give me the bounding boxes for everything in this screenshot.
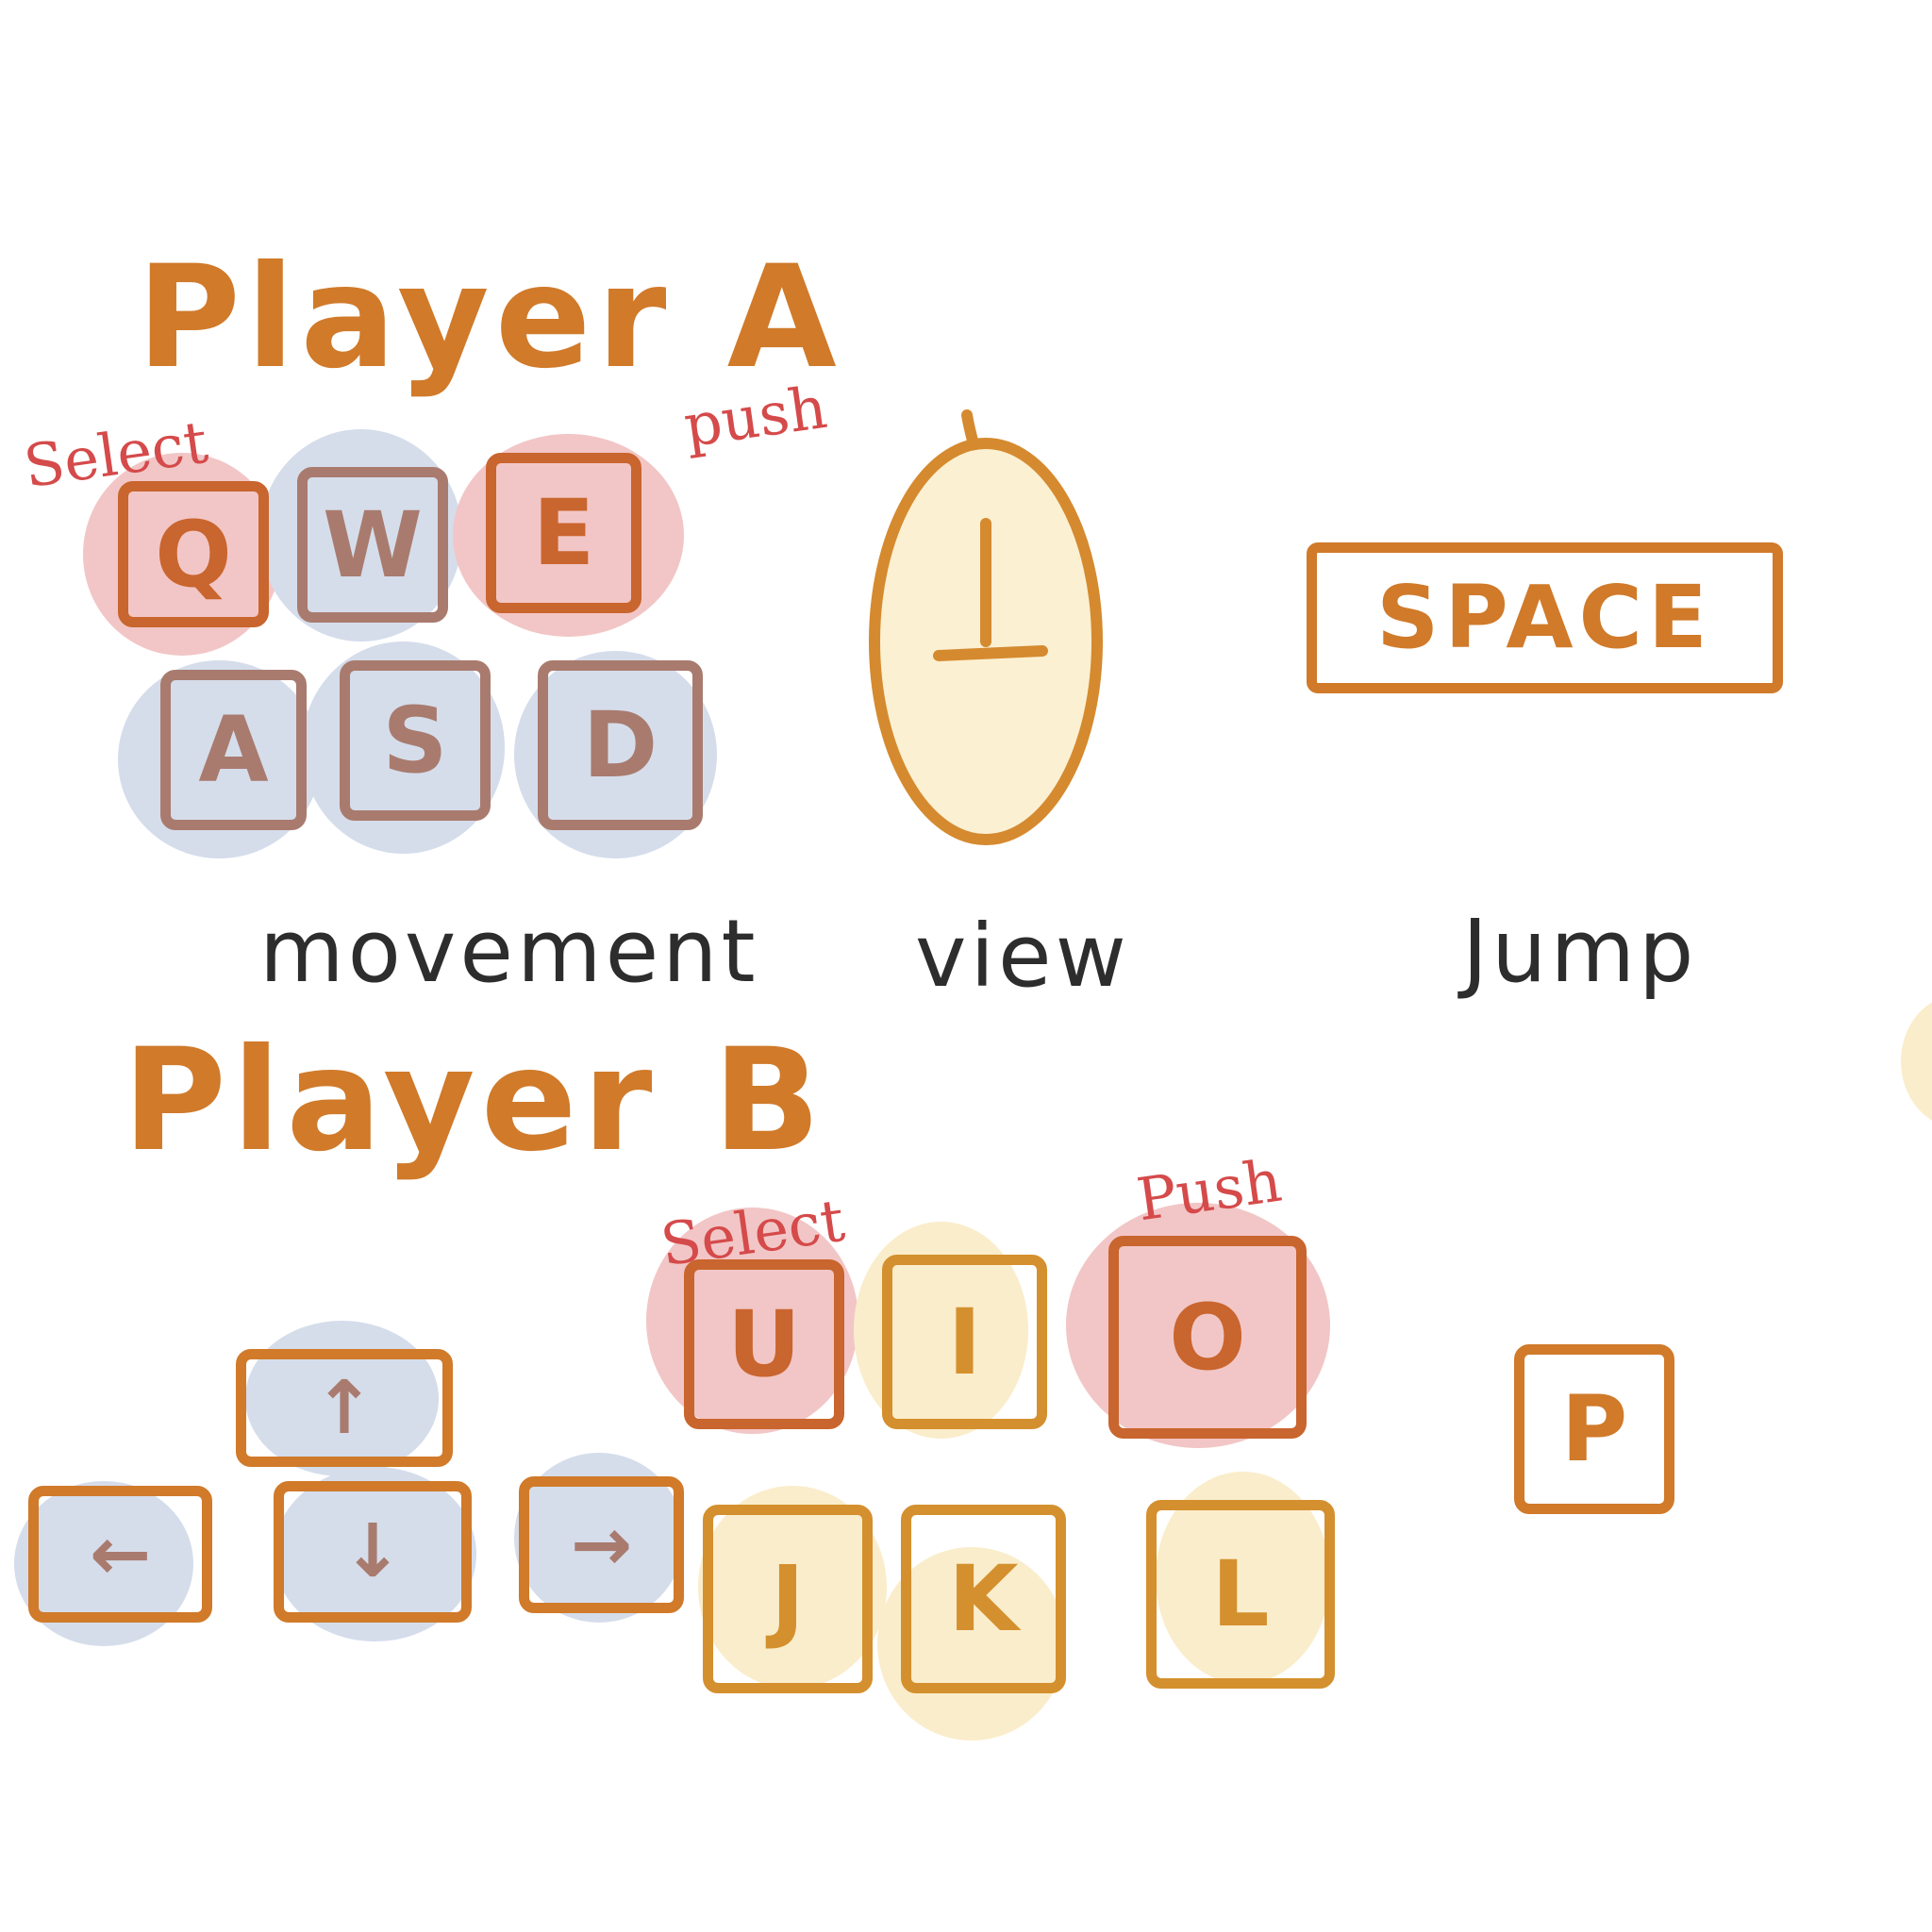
key-j: J (703, 1505, 873, 1693)
key-e: E (486, 453, 641, 613)
key-space-label: SPACE (1376, 567, 1713, 668)
key-u: U (684, 1259, 844, 1429)
key-u-label: U (727, 1291, 801, 1397)
highlight-j (698, 1486, 887, 1689)
key-p: P (1514, 1344, 1674, 1514)
highlight-u (646, 1208, 858, 1434)
mouse-icon (869, 409, 1103, 845)
key-a: A (160, 670, 307, 830)
caption-movement: movement (259, 901, 759, 1002)
key-w-label: W (323, 491, 423, 598)
key-d: D (538, 660, 703, 830)
highlight-up (245, 1321, 439, 1476)
key-arrow-down: ↓ (274, 1481, 472, 1623)
key-i: I (882, 1255, 1047, 1429)
arrow-down-icon: ↓ (341, 1509, 404, 1594)
key-o-label: O (1169, 1284, 1246, 1391)
player-a-title: Player A (137, 236, 842, 400)
key-k: K (901, 1505, 1066, 1693)
key-space: SPACE (1307, 542, 1783, 693)
key-e-label: E (532, 480, 595, 586)
key-d-label: D (582, 692, 658, 798)
player-b-title: Player B (123, 1019, 826, 1183)
key-a-label: A (198, 697, 269, 803)
key-arrow-right: → (519, 1476, 684, 1613)
arrow-right-icon: → (570, 1502, 633, 1588)
key-q: Q (118, 481, 269, 627)
key-p-label: P (1560, 1376, 1628, 1482)
mouse-button-line (933, 645, 1048, 661)
key-arrow-left: ← (28, 1486, 212, 1623)
key-w: W (297, 467, 448, 623)
key-k-label: K (948, 1546, 1019, 1652)
key-l: L (1146, 1500, 1335, 1689)
key-q-label: Q (155, 501, 232, 608)
key-j-label: J (771, 1546, 805, 1652)
caption-view: view (915, 906, 1130, 1007)
arrow-up-icon: ↑ (313, 1365, 375, 1451)
key-o: O (1108, 1236, 1307, 1439)
key-l-label: L (1211, 1541, 1270, 1647)
key-i-label: I (947, 1289, 982, 1395)
highlight-w (259, 429, 462, 641)
key-s-label: S (382, 688, 448, 793)
arrow-left-icon: ← (89, 1511, 152, 1597)
key-s: S (340, 660, 491, 821)
key-arrow-up: ↑ (236, 1349, 453, 1467)
caption-jump: Jump (1462, 901, 1698, 1002)
